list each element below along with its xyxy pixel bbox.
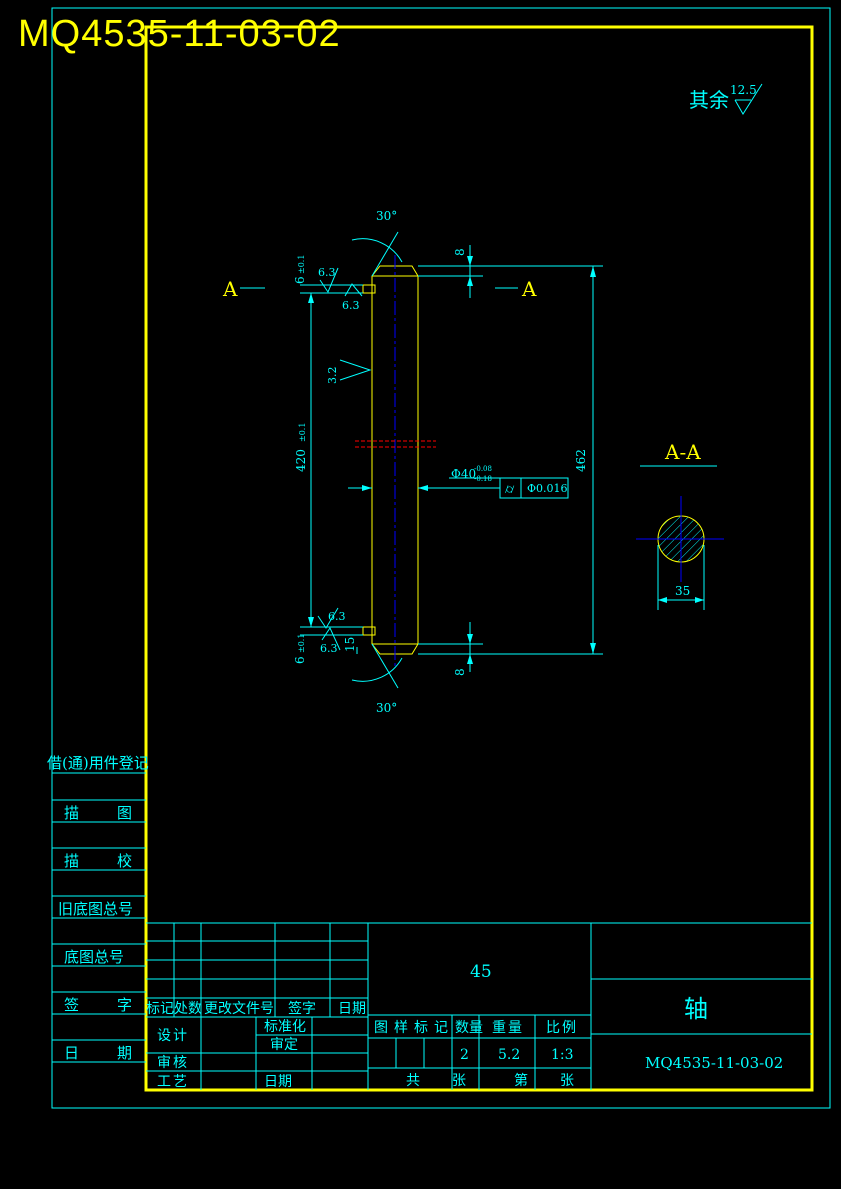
angle-top: 30° bbox=[376, 209, 397, 223]
tb-material: 45 bbox=[470, 962, 492, 982]
roughness-symbols bbox=[317, 267, 372, 651]
chamfer-bottom: 8 bbox=[453, 668, 467, 676]
tb-process: 工艺 bbox=[157, 1074, 187, 1090]
shaft-outline bbox=[362, 265, 419, 655]
side-row-4: 底图总号 bbox=[64, 948, 124, 966]
flange-bottom: 6 bbox=[293, 656, 307, 664]
side-row-6: 日 期 bbox=[64, 1044, 132, 1062]
tb-drawing-no: MQ4535-11-03-02 bbox=[645, 1054, 783, 1072]
outer-frame bbox=[51, 7, 831, 1109]
roughness-note-prefix: 其余 bbox=[689, 88, 729, 112]
geometric-tol: Φ0.016 bbox=[527, 482, 568, 495]
tb-unit-1: 张 bbox=[452, 1073, 466, 1089]
title-block-grid bbox=[146, 922, 812, 1090]
tb-col-sign: 签字 bbox=[288, 1000, 316, 1017]
section-view-label: A-A bbox=[664, 440, 701, 464]
tb-scale: 1:3 bbox=[551, 1047, 574, 1063]
tb-review: 审核 bbox=[157, 1055, 187, 1071]
tb-col-mark: 标记 bbox=[146, 1001, 174, 1017]
tb-weight-label: 重量 bbox=[492, 1020, 522, 1036]
section-diameter: 35 bbox=[675, 584, 690, 598]
section-marker-left: A bbox=[222, 277, 238, 301]
roughness-top-1: 6.3 bbox=[318, 266, 336, 279]
tb-col-date: 日期 bbox=[338, 1001, 366, 1017]
side-row-3: 旧底图总号 bbox=[58, 900, 133, 918]
tb-sheet-no: 第 bbox=[514, 1072, 528, 1089]
side-panel-header: 借(通)用件登记 bbox=[47, 754, 149, 772]
roughness-bottom-2: 6.3 bbox=[320, 642, 338, 655]
diameter-tol-upper: -0.08 bbox=[474, 465, 492, 473]
angle-bottom: 30° bbox=[376, 701, 397, 715]
inner-length: 420 bbox=[294, 449, 308, 472]
flange-top-tol: ±0.1 bbox=[297, 255, 306, 274]
tb-col-change-doc: 更改文件号 bbox=[204, 1001, 274, 1017]
groove-width: 15 bbox=[343, 637, 357, 652]
tb-col-count: 处数 bbox=[174, 1001, 202, 1017]
diameter-tol-lower: -0.18 bbox=[474, 475, 492, 483]
drawing-title: MQ4535-11-03-02 bbox=[18, 13, 341, 55]
tb-total: 共 bbox=[406, 1073, 420, 1089]
roughness-note-value: 12.5 bbox=[730, 83, 757, 97]
tb-design: 设计 bbox=[157, 1028, 187, 1044]
diameter-main: Φ40 bbox=[451, 467, 476, 481]
tb-quantity-label: 数量 bbox=[455, 1020, 483, 1036]
chamfer-top: 8 bbox=[453, 248, 467, 256]
tb-standardization: 标准化 bbox=[264, 1019, 306, 1035]
section-cut-mark bbox=[355, 440, 436, 448]
tb-approve: 审定 bbox=[270, 1037, 298, 1053]
side-row-5: 签 字 bbox=[64, 996, 132, 1014]
tb-unit-2: 张 bbox=[560, 1073, 574, 1089]
tb-weight: 5.2 bbox=[498, 1047, 520, 1063]
dimension-arrows bbox=[308, 256, 596, 664]
inner-border bbox=[144, 25, 814, 1092]
roughness-middle: 3.2 bbox=[326, 367, 339, 385]
section-marker-right: A bbox=[521, 277, 537, 301]
flange-top: 6 bbox=[293, 276, 307, 284]
roughness-top-2: 6.3 bbox=[342, 299, 360, 312]
roughness-note-symbol bbox=[734, 83, 763, 115]
roughness-bottom-1: 6.3 bbox=[328, 610, 346, 623]
dimension-lines bbox=[240, 231, 603, 689]
cylindricity-icon: ⌭ bbox=[505, 482, 515, 497]
tb-stage-mark: 图样标记 bbox=[374, 1020, 448, 1036]
inner-length-tol: ±0.1 bbox=[298, 423, 307, 442]
flange-bottom-tol: ±0.1 bbox=[297, 634, 306, 653]
side-row-2: 描 校 bbox=[64, 852, 132, 870]
side-panel bbox=[52, 772, 146, 1063]
side-row-1: 描 图 bbox=[64, 804, 132, 822]
tb-date: 日期 bbox=[264, 1074, 292, 1090]
tb-part-name: 轴 bbox=[684, 995, 708, 1023]
tb-quantity: 2 bbox=[460, 1047, 469, 1063]
tb-scale-label: 比例 bbox=[546, 1020, 576, 1036]
total-length: 462 bbox=[574, 449, 588, 472]
